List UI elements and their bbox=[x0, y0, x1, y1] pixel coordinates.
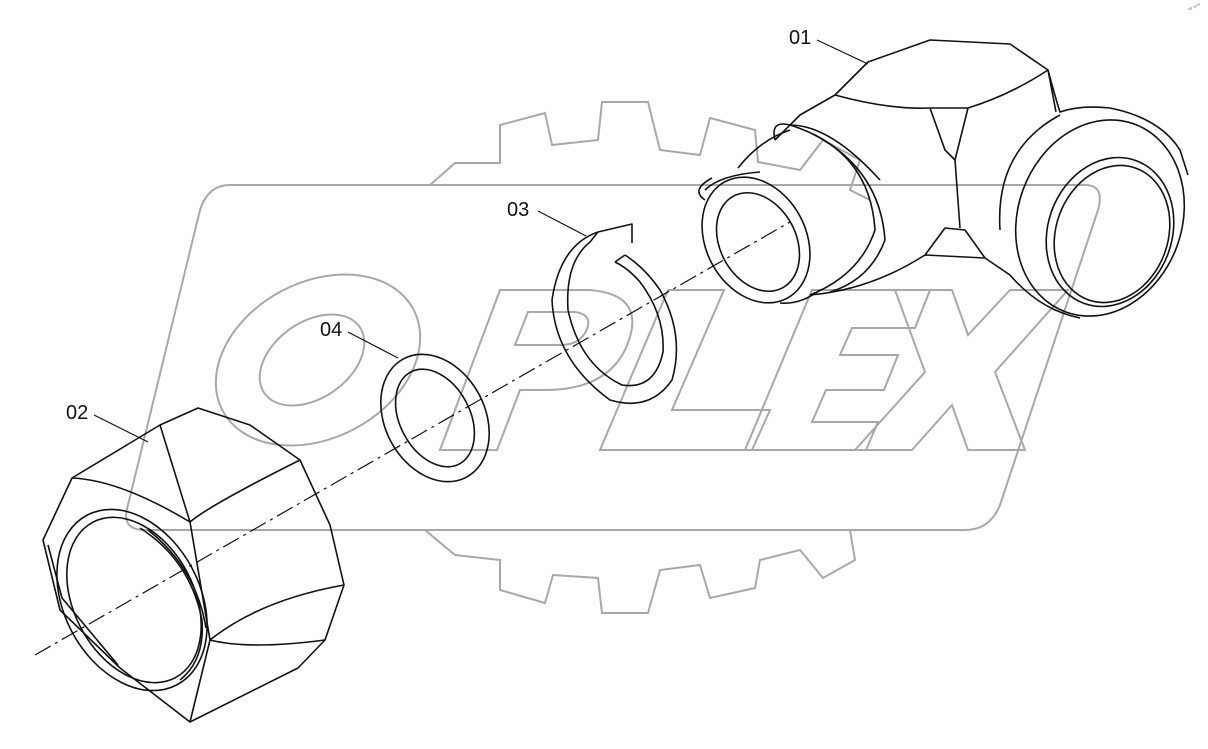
elbow-side-port-face bbox=[701, 176, 811, 304]
retaining-ring-outer bbox=[551, 223, 678, 404]
nut-edge-3 bbox=[209, 639, 326, 646]
part-04-seal-ring bbox=[379, 353, 491, 483]
nut-thread-arc-2 bbox=[147, 529, 207, 629]
nut-thread-arc bbox=[139, 527, 204, 681]
elbow-hex-side bbox=[774, 61, 869, 141]
part-02-hex-nut bbox=[42, 407, 345, 723]
watermark-logo bbox=[125, 101, 1101, 614]
nut-edge-1 bbox=[159, 424, 191, 523]
leader-01 bbox=[816, 39, 869, 65]
elbow-side-sleeve bbox=[704, 129, 791, 191]
watermark-letter-p-inner bbox=[513, 311, 590, 346]
elbow-main-port-bore bbox=[1045, 156, 1175, 308]
elbow-main-port-bore-2 bbox=[1053, 164, 1171, 304]
leader-04 bbox=[347, 331, 399, 359]
elbow-main-port-face bbox=[1014, 119, 1186, 317]
elbow-hex-notch-lower bbox=[924, 227, 986, 259]
watermark-letter-p bbox=[438, 289, 634, 451]
watermark-letter-o-inner bbox=[258, 313, 366, 407]
retaining-ring-gap bbox=[589, 231, 626, 263]
centre-axis bbox=[34, 221, 791, 656]
elbow-hex-face bbox=[834, 69, 1049, 110]
elbow-hex-centre-line bbox=[954, 159, 961, 229]
leader-03 bbox=[537, 210, 587, 237]
elbow-side-collar bbox=[789, 124, 876, 296]
nut-bore-outer bbox=[56, 508, 208, 692]
leader-lines bbox=[93, 39, 869, 443]
seal-ring-outer bbox=[379, 353, 491, 483]
elbow-hex-top bbox=[867, 39, 1057, 113]
part-01-elbow-body bbox=[698, 39, 1189, 319]
watermark-text: OPEX bbox=[600, 455, 603, 456]
elbow-hex-notch-upper bbox=[929, 107, 969, 161]
watermark-frame bbox=[125, 184, 1101, 531]
watermark-letter-l bbox=[598, 289, 772, 451]
elbow-main-port-rim bbox=[998, 114, 1081, 319]
elbow-side-body-top bbox=[773, 123, 881, 181]
watermark-gear-bottom bbox=[424, 529, 857, 614]
elbow-main-body bbox=[1047, 69, 1189, 176]
watermark-letter-x bbox=[852, 289, 1071, 451]
watermark-letter-o bbox=[214, 273, 422, 447]
seal-ring-inner bbox=[394, 368, 476, 468]
part-03-retaining-ring bbox=[551, 223, 678, 404]
nut-inner-bevel bbox=[47, 544, 119, 666]
elbow-side-body-bottom bbox=[809, 254, 1011, 296]
callout-01: 01 bbox=[789, 27, 812, 49]
callout-02: 02 bbox=[66, 402, 89, 424]
leader-02 bbox=[93, 414, 149, 443]
nut-bore-inner bbox=[66, 516, 202, 684]
callout-03: 03 bbox=[507, 199, 530, 221]
nut-chamfer-top bbox=[71, 459, 301, 523]
watermark-letter-e bbox=[743, 289, 932, 451]
callout-04: 04 bbox=[320, 319, 343, 341]
elbow-side-shoulder bbox=[698, 177, 821, 305]
elbow-side-collar-2 bbox=[814, 134, 886, 293]
nut-outline bbox=[42, 407, 345, 723]
elbow-side-port-bore bbox=[715, 191, 801, 293]
nut-edge-4 bbox=[209, 584, 345, 641]
retaining-ring-inner bbox=[566, 241, 664, 387]
